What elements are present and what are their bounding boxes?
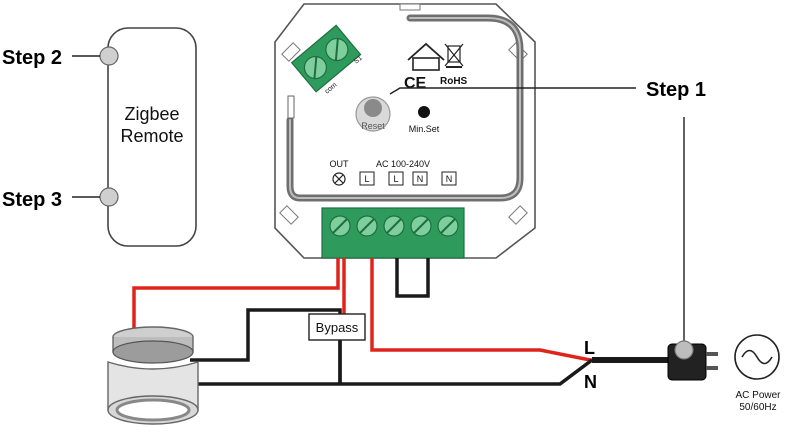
terminal-label-3: N (417, 174, 424, 184)
home-icon (407, 42, 445, 71)
ac-range-label: AC 100-240V (376, 159, 430, 169)
min-set-label: Min.Set (409, 124, 440, 134)
reset-button-cap (364, 99, 382, 117)
antenna-trace-highlight (289, 17, 521, 199)
step2-label: Step 2 (2, 47, 62, 69)
antenna-end (287, 95, 295, 119)
remote-label-line2: Remote (120, 126, 183, 146)
neutral-supply-wire (196, 358, 594, 386)
zigbee-remote-body (107, 27, 197, 247)
reset-label: Reset (361, 121, 385, 131)
min-set-button[interactable] (418, 106, 430, 118)
s1-label: S1 (353, 55, 364, 66)
housing-tab-top-left (281, 42, 301, 62)
housing-notch (399, 3, 421, 11)
neutral-jumper-wire (395, 258, 430, 298)
terminal-screws (329, 215, 459, 237)
lamp-icon (107, 326, 199, 425)
ac-frequency-label: 50/60Hz (739, 402, 776, 413)
terminal-label-boxes (359, 171, 457, 186)
power-plug-icon (667, 340, 718, 381)
out-label: OUT (330, 159, 350, 169)
bypass-module (308, 313, 366, 341)
sine-wave-icon (741, 349, 773, 365)
step3-label: Step 3 (2, 189, 62, 211)
terminal-label-4: N (446, 174, 453, 184)
terminal-label-1: L (364, 174, 369, 184)
terminal-label-2: L (393, 174, 398, 184)
out-symbol-icon (332, 172, 346, 186)
rohs-mark: RoHS (440, 76, 468, 87)
live-wire-to-lamp (132, 258, 340, 336)
housing-tab-right (508, 205, 528, 225)
live-label: L (584, 338, 595, 358)
step1-leader-reset (389, 87, 636, 95)
ce-mark: CE (404, 75, 427, 92)
ac-power-label: AC Power (735, 390, 781, 401)
housing-tab-left (279, 205, 299, 225)
remote-button-top[interactable] (99, 46, 119, 66)
push-switch-terminal (290, 24, 362, 93)
remote-label-line1: Zigbee (124, 104, 179, 124)
remote-button-bottom[interactable] (99, 187, 119, 207)
neutral-label: N (584, 372, 597, 392)
bypass-label: Bypass (316, 320, 359, 335)
step1-label: Step 1 (646, 79, 706, 101)
weee-bin-icon (444, 43, 464, 68)
